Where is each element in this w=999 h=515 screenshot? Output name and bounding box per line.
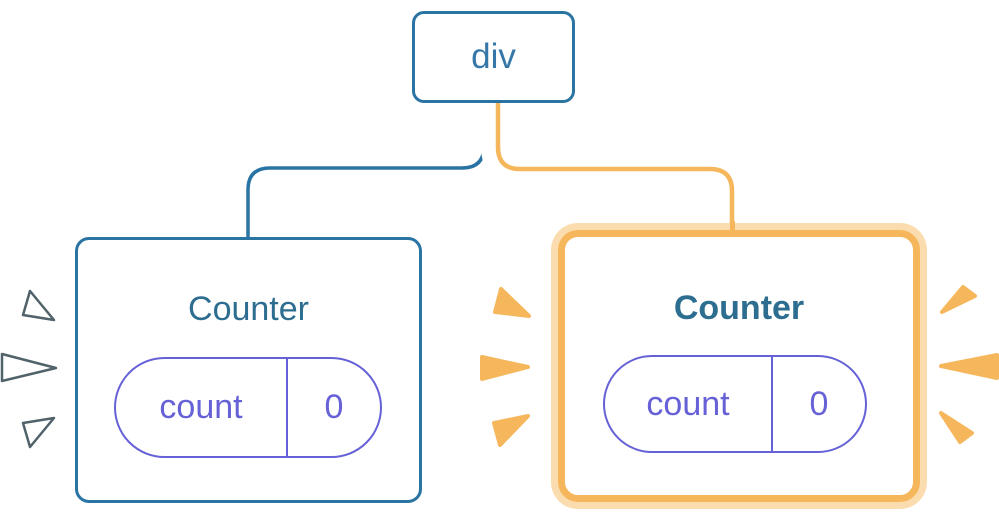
edge-right-icon: [495, 100, 735, 240]
edge-left-icon: [246, 100, 486, 242]
edge-right-casing-icon: [481, 100, 749, 226]
burst-right-left-orange-icon: [480, 287, 531, 447]
state-key-label: count: [116, 359, 288, 456]
node-div-label: div: [471, 37, 516, 76]
state-value-label: 0: [324, 388, 344, 426]
state-key-label: count: [605, 357, 773, 451]
state-pill: count 0: [603, 355, 867, 453]
state-value-label: 0: [809, 384, 829, 423]
burst-left-white-icon: [0, 289, 58, 449]
counter-title: Counter: [673, 289, 805, 327]
counter-title: Counter: [188, 290, 309, 328]
edge-right-entry-tick-icon: [730, 221, 735, 231]
tree-node-div: div: [412, 11, 575, 103]
counter-card-right-highlighted: Counter count 0: [558, 230, 920, 502]
state-pill: count 0: [114, 357, 382, 458]
counter-card-left: Counter count 0: [75, 237, 422, 503]
burst-right-right-orange-icon: [939, 285, 999, 444]
